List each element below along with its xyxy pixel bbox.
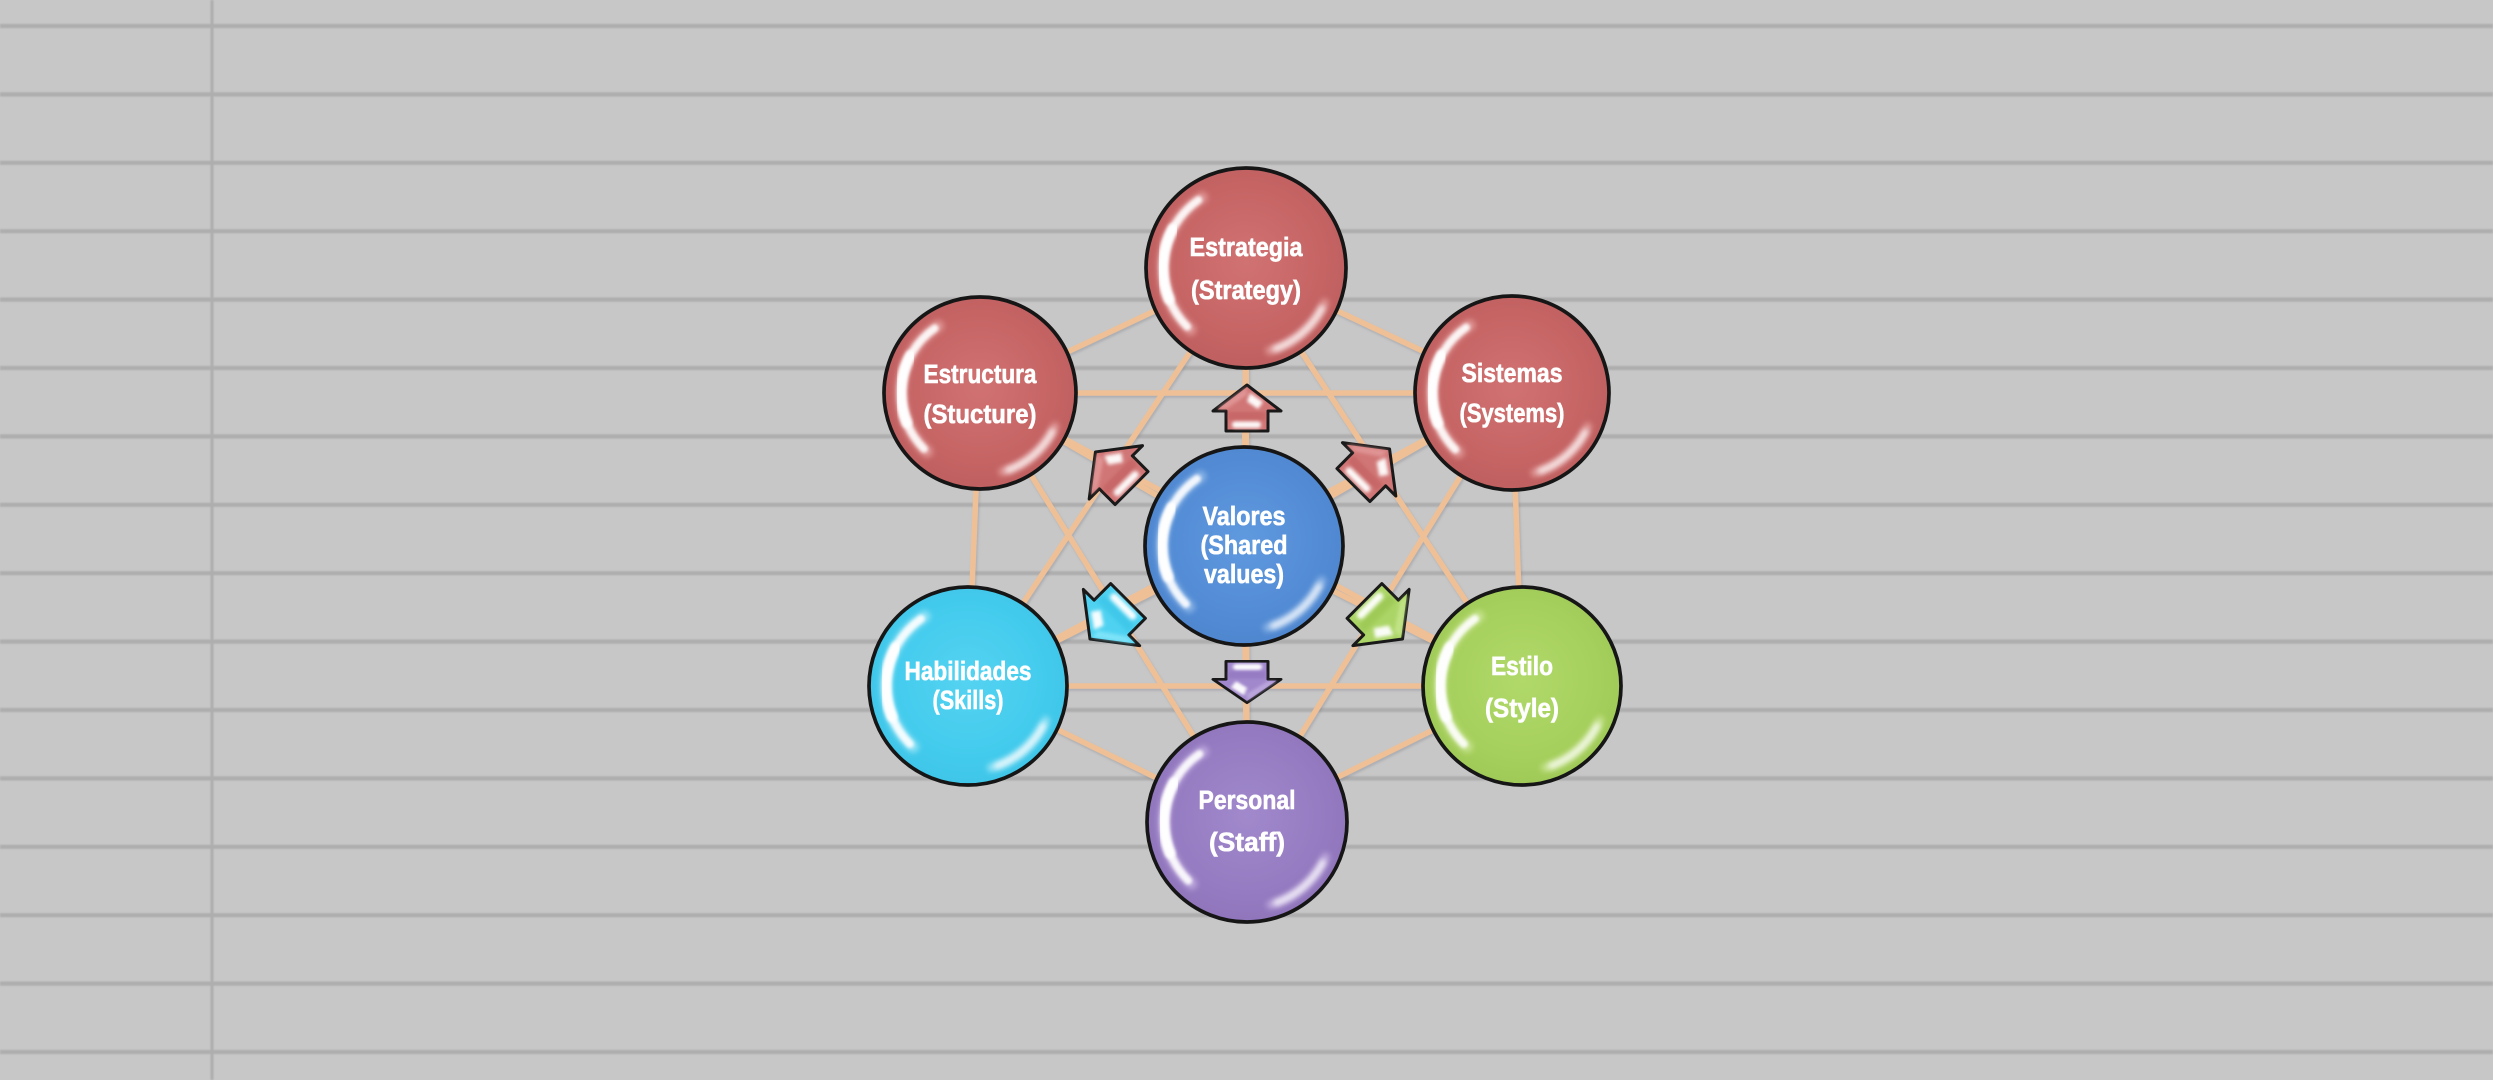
svg-text:(Shared: (Shared	[1201, 530, 1288, 560]
svg-text:Estructura: Estructura	[924, 359, 1037, 389]
svg-text:Estilo: Estilo	[1491, 651, 1553, 681]
svg-text:(Strategy): (Strategy)	[1191, 275, 1301, 305]
svg-text:(Systems): (Systems)	[1460, 398, 1565, 428]
svg-text:values): values)	[1204, 559, 1284, 589]
svg-text:(Staff): (Staff)	[1209, 827, 1285, 857]
svg-text:(Stucture): (Stucture)	[924, 399, 1037, 429]
svg-text:Valores: Valores	[1203, 501, 1286, 531]
svg-text:Sistemas: Sistemas	[1462, 358, 1563, 388]
svg-text:Personal: Personal	[1199, 785, 1296, 815]
svg-text:Habilidades: Habilidades	[905, 656, 1032, 686]
svg-text:(Style): (Style)	[1485, 693, 1559, 723]
svg-text:Estrategia: Estrategia	[1190, 232, 1303, 262]
svg-text:(Skills): (Skills)	[933, 685, 1004, 715]
